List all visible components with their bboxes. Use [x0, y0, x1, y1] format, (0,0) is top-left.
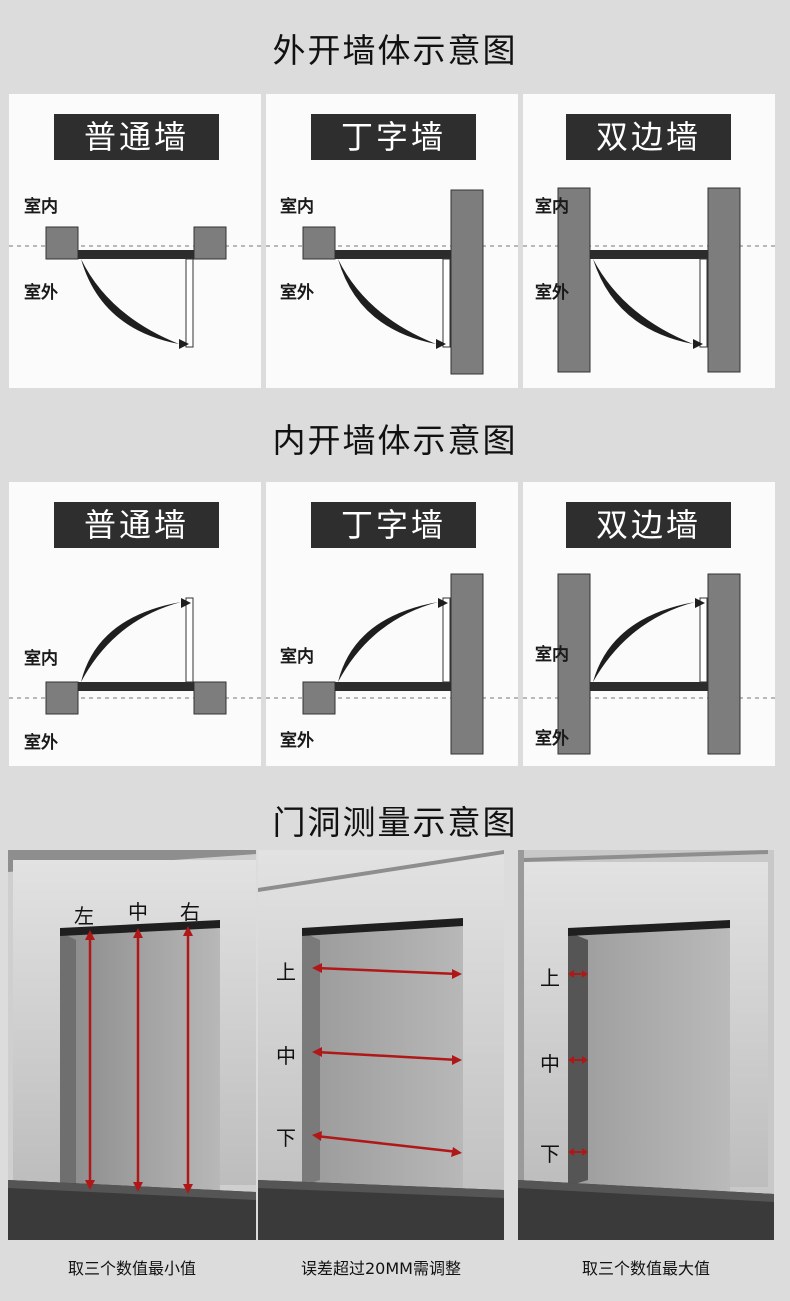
measure-bottom-marker: 下	[276, 1126, 296, 1150]
measure-center-marker: 中	[276, 1044, 296, 1068]
measure-depth-top-marker: 上	[540, 966, 560, 990]
outward-t-wall-label: 丁字墙	[311, 114, 476, 160]
inward-t-wall-outdoor: 室外	[280, 731, 314, 751]
measure-left-marker: 左	[74, 904, 94, 928]
inward-ordinary-label: 普通墙	[54, 502, 219, 548]
inward-ordinary-indoor: 室内	[24, 649, 58, 669]
measure-section-title: 门洞测量示意图	[272, 803, 518, 842]
inward-t-wall-label: 丁字墙	[311, 502, 476, 548]
measure-panel-height: 左 中 右	[8, 850, 256, 1240]
measure-height-diagram	[8, 850, 256, 1240]
inward-ordinary-outdoor: 室外	[24, 733, 58, 753]
measure-width-diagram	[258, 850, 504, 1240]
measure-caption-max: 取三个数值最大值	[581, 1259, 710, 1278]
measure-middle-marker: 中	[128, 900, 148, 924]
outward-ordinary-label: 普通墙	[54, 114, 219, 160]
inward-ordinary-diagram	[9, 597, 261, 715]
measure-panel-depth: 上 中 下	[518, 850, 774, 1240]
inward-section-title: 内开墙体示意图	[272, 421, 518, 460]
measure-depth-bottom-marker: 下	[540, 1142, 560, 1166]
inward-panel-t-wall: 丁字墙 室内 室外	[266, 482, 518, 766]
outward-panel-t-wall: 丁字墙 室内 室外	[266, 94, 518, 388]
measure-depth-diagram	[518, 850, 774, 1240]
outward-section-title: 外开墙体示意图	[272, 31, 518, 70]
outward-double-wall-label: 双边墙	[566, 114, 731, 160]
inward-t-wall-diagram	[266, 573, 518, 755]
outward-t-wall-indoor: 室内	[280, 197, 314, 217]
outward-double-wall-diagram	[523, 187, 775, 373]
outward-t-wall-diagram	[266, 189, 518, 375]
inward-double-wall-diagram	[523, 573, 775, 755]
inward-panel-double-wall: 双边墙 室内 室外	[523, 482, 775, 766]
outward-double-wall-outdoor: 室外	[535, 283, 569, 303]
inward-panel-ordinary: 普通墙 室内 室外	[9, 482, 261, 766]
outward-panel-ordinary: 普通墙 室内 室外	[9, 94, 261, 388]
measure-caption-min: 取三个数值最小值	[67, 1259, 196, 1278]
outward-ordinary-diagram	[9, 226, 261, 349]
measure-panel-width: 上 中 下	[258, 850, 504, 1240]
measure-caption-adjust: 误差超过20MM需调整	[301, 1259, 461, 1278]
outward-ordinary-outdoor: 室外	[24, 283, 58, 303]
outward-panel-double-wall: 双边墙 室内 室外	[523, 94, 775, 388]
inward-double-wall-label: 双边墙	[566, 502, 731, 548]
inward-t-wall-indoor: 室内	[280, 647, 314, 667]
measure-depth-center-marker: 中	[540, 1052, 560, 1076]
inward-double-wall-indoor: 室内	[535, 645, 569, 665]
outward-ordinary-indoor: 室内	[24, 197, 58, 217]
measure-right-marker: 右	[180, 900, 200, 924]
outward-double-wall-indoor: 室内	[535, 197, 569, 217]
measure-top-marker: 上	[276, 960, 296, 984]
inward-double-wall-outdoor: 室外	[535, 729, 569, 749]
outward-t-wall-outdoor: 室外	[280, 283, 314, 303]
